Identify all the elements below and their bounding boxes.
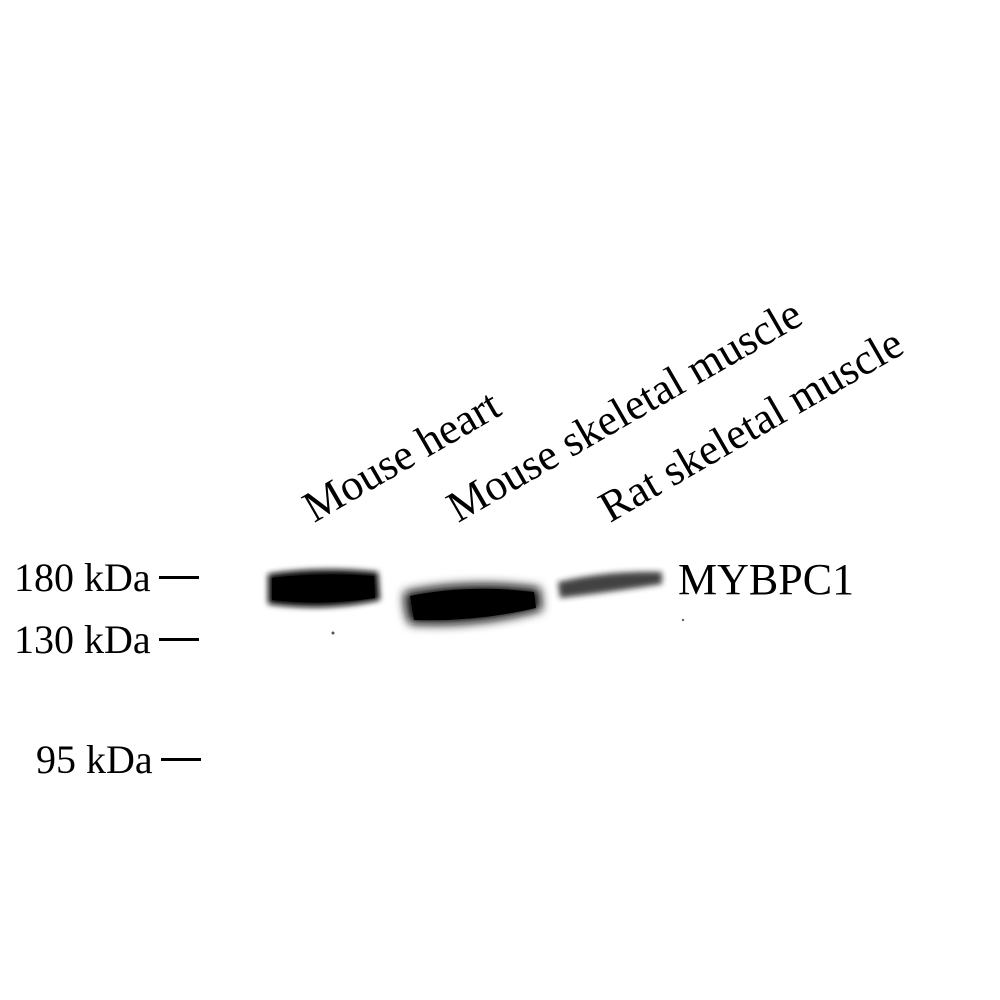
marker-label: 95 kDa [36,737,153,782]
band-mouse-heart [268,569,380,608]
target-protein-label: MYBPC1 [678,555,855,604]
marker-label: 130 kDa [14,617,151,662]
marker-label: 180 kDa [14,555,151,600]
band-mouse-skeletal-muscle [404,583,542,625]
band-rat-skeletal-muscle [558,571,662,598]
blot-speck [681,618,685,622]
marker-95: 95 kDa [36,740,201,780]
marker-180: 180 kDa [14,558,199,598]
blot-speck [331,631,335,635]
marker-130: 130 kDa [14,620,199,660]
marker-tick [158,576,199,580]
marker-tick [158,638,199,642]
marker-tick [160,758,201,762]
